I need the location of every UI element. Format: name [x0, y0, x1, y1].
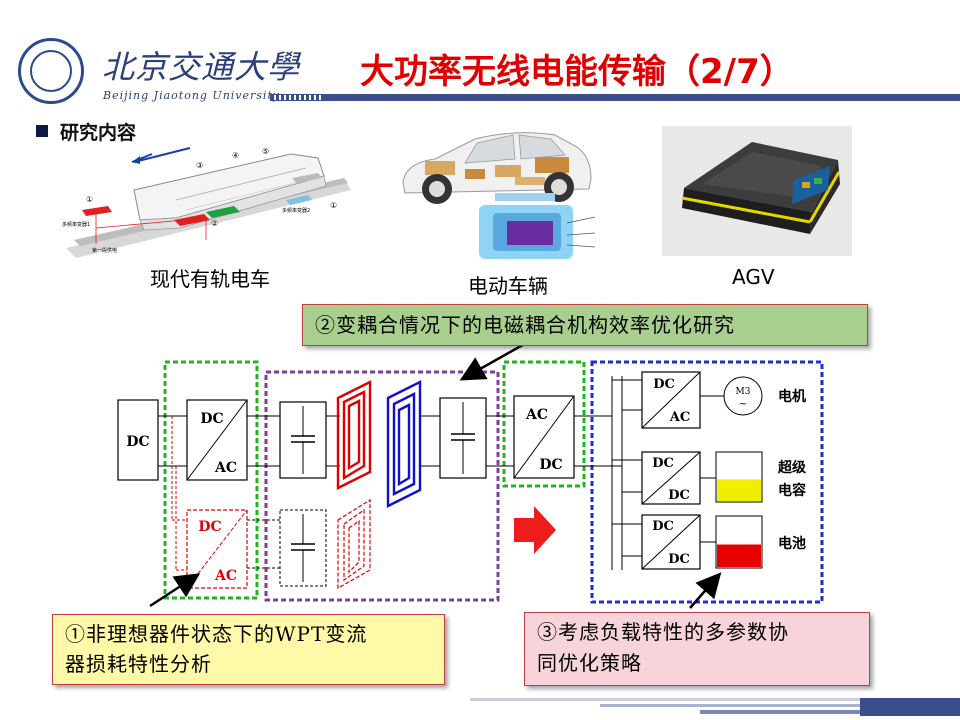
battery-converter-top: DC — [652, 519, 674, 534]
callout-1-line-2: 器损耗特性分析 — [65, 652, 212, 676]
rectifier-top: AC — [525, 407, 548, 423]
callout-3-line-1: ③考虑负载特性的多参数协 — [537, 620, 789, 644]
university-name-en: Beijing Jiaotong University — [103, 89, 281, 102]
motor-symbol-bot: ~ — [739, 399, 747, 410]
tram-marker-3: ③ — [196, 161, 203, 170]
inverter-group-box — [163, 360, 259, 600]
callout-converter-loss: ①非理想器件状态下的WPT变流 器损耗特性分析 — [52, 614, 445, 685]
tram-marker-4: ④ — [232, 151, 239, 160]
motor-converter-top: DC — [653, 377, 675, 392]
dc-source-label: DC — [126, 434, 149, 450]
tram-marker-5: ⑤ — [262, 147, 269, 156]
load-group-box — [590, 360, 824, 604]
callout-1-pointer — [149, 573, 201, 608]
flow-arrow-icon — [514, 506, 556, 554]
tram-marker-6: ① — [330, 201, 337, 210]
tram-marker-2: ② — [211, 219, 218, 228]
tram-label-bottom: 第一段供电 — [92, 247, 117, 254]
callout-3-line-2: 同优化策略 — [537, 651, 642, 675]
rectifier-group-box — [502, 360, 586, 488]
tram-illustration: ① ② ③ ④ ⑤ ① 多频率变器1 多频率变器2 第一段供电 — [62, 147, 351, 258]
rectifier-bot: DC — [539, 457, 562, 473]
coupler-group-box — [264, 370, 500, 602]
section-heading: 研究内容 — [36, 118, 136, 145]
motor-icon — [723, 376, 763, 416]
inverter-2-top: DC — [198, 519, 221, 535]
dc-source-block — [117, 399, 159, 481]
tram-label-right: 多频率变器2 — [282, 207, 310, 214]
supercap-label-1: 超级 — [777, 459, 807, 476]
inverter-2-bot: AC — [214, 568, 237, 584]
supercapacitor-charge-fill — [717, 479, 761, 501]
callout-3-pointer — [689, 572, 722, 609]
battery-converter-bot: DC — [668, 552, 690, 567]
callout-multi-parameter: ③考虑负载特性的多参数协 同优化策略 — [524, 612, 870, 686]
battery-charge-fill — [717, 544, 761, 567]
agv-illustration — [662, 126, 852, 256]
tram-marker-1: ① — [86, 195, 93, 204]
tram-label-left: 多频率变器1 — [62, 221, 90, 228]
motor-label: 电机 — [778, 388, 806, 405]
bullet-square-icon — [36, 125, 48, 137]
primary-coil-icon — [336, 380, 372, 490]
motor-converter-bot: AC — [669, 410, 690, 425]
page-title: 大功率无线电能传输（2/7） — [360, 52, 794, 92]
callout-2-pointer — [459, 340, 529, 381]
ev-illustration — [402, 132, 596, 259]
header-rule — [270, 94, 960, 101]
inverter-1-bot: AC — [214, 460, 237, 476]
callout-1-line-1: ①非理想器件状态下的WPT变流 — [65, 622, 368, 646]
primary-coil-2-icon — [337, 498, 371, 590]
inverter-1-top: DC — [200, 411, 223, 427]
university-seal-logo — [18, 38, 84, 104]
university-name-cn: 北京交通大學 — [102, 48, 301, 86]
supercap-label-2: 电容 — [778, 482, 806, 499]
battery-label: 电池 — [778, 535, 806, 552]
footer-decoration — [470, 698, 960, 716]
caption-agv: AGV — [732, 265, 775, 289]
motor-symbol-top: M3 — [736, 387, 751, 397]
caption-tram: 现代有轨电车 — [150, 267, 270, 291]
supercap-converter-top: DC — [652, 456, 674, 471]
section-title: 研究内容 — [60, 122, 137, 144]
secondary-coil-icon — [386, 380, 422, 508]
callout-coupling-efficiency: ②变耦合情况下的电磁耦合机构效率优化研究 — [302, 304, 868, 346]
supercap-converter-bot: DC — [668, 488, 690, 503]
caption-ev: 电动车辆 — [468, 274, 548, 298]
